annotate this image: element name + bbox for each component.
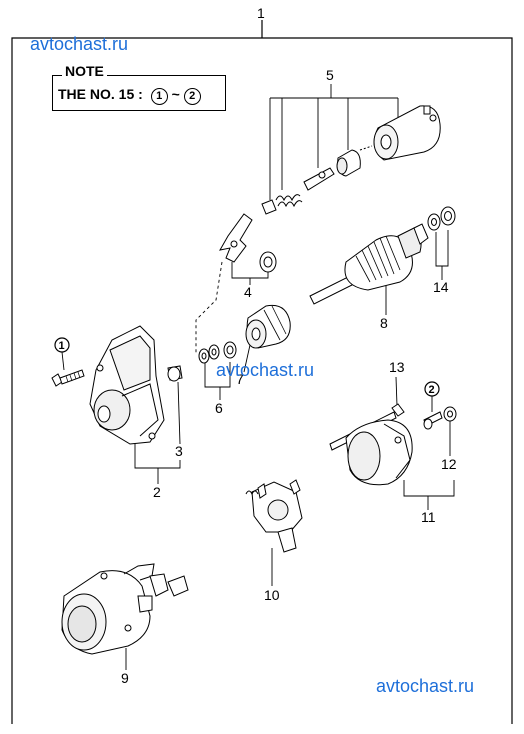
callout-5: 5 xyxy=(326,67,334,83)
screw-2 xyxy=(423,411,443,430)
plunger-rod xyxy=(303,167,335,191)
rear-cover xyxy=(345,419,413,486)
callout-7: 7 xyxy=(236,371,244,387)
circled-ref-1: 1 xyxy=(54,337,70,353)
note-range-end-value: 2 xyxy=(189,90,196,102)
watermark-middle: avtochast.ru xyxy=(216,360,315,380)
watermark-top: avtochast.ru xyxy=(30,34,129,54)
small-nut xyxy=(261,199,277,215)
note-range-end: 2 xyxy=(183,88,201,105)
yoke-assembly xyxy=(61,563,189,655)
assembly-frame xyxy=(11,20,513,724)
solenoid-switch xyxy=(359,105,441,161)
plunger xyxy=(336,149,361,177)
shift-lever xyxy=(219,213,253,263)
note-box xyxy=(52,75,226,111)
front-housing xyxy=(89,325,165,445)
lever-bushing xyxy=(259,251,277,273)
callout-11: 11 xyxy=(421,509,436,525)
callout-14: 14 xyxy=(433,279,449,295)
callout-3: 3 xyxy=(175,443,183,459)
note-prefix: THE NO. 15 : xyxy=(58,86,143,102)
note-range-start-value: 1 xyxy=(156,90,163,102)
callout-12: 12 xyxy=(441,456,457,472)
callout-1: 1 xyxy=(257,5,265,21)
callout-4: 4 xyxy=(244,284,252,300)
callout-8: 8 xyxy=(380,315,388,331)
spring xyxy=(275,194,303,208)
brush-holder xyxy=(245,479,303,553)
washers-6 xyxy=(198,341,237,364)
note-range-sep: ~ xyxy=(171,86,180,102)
svg-text:1: 1 xyxy=(59,340,65,352)
callout-9: 9 xyxy=(121,670,129,686)
callout-6: 6 xyxy=(215,400,223,416)
note-title: NOTE xyxy=(62,63,107,79)
watermark-bottom: avtochast.ru xyxy=(376,676,475,696)
circled-ref-2: 2 xyxy=(424,381,440,397)
svg-text:2: 2 xyxy=(429,384,435,396)
pinion-gear xyxy=(245,304,291,349)
callout-13: 13 xyxy=(389,359,405,375)
note-range-start: 1 xyxy=(150,88,168,105)
note-text: THE NO. 15 : 1 ~ 2 xyxy=(58,86,201,105)
washer-12 xyxy=(443,406,457,422)
callout-2: 2 xyxy=(153,484,161,500)
callout-10: 10 xyxy=(264,587,280,603)
bolt-left xyxy=(51,369,85,387)
washers-14 xyxy=(427,206,456,231)
leader-lines xyxy=(61,84,455,670)
armature xyxy=(309,223,429,305)
bushing-3 xyxy=(167,365,183,382)
